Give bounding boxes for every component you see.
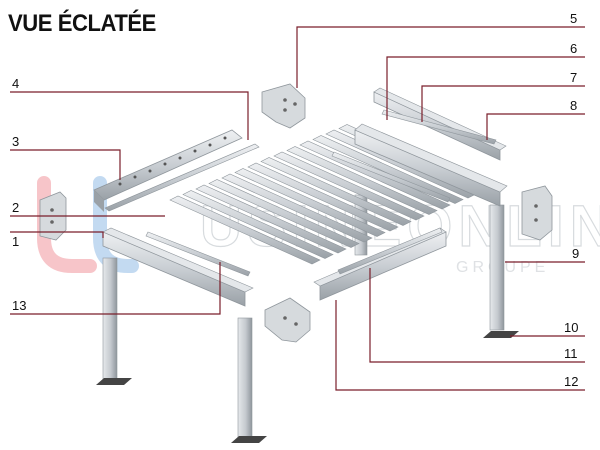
louver-blade [234,168,386,237]
louver-blade [247,162,399,232]
front-rod [145,231,251,277]
louver-blade [182,190,334,259]
thin-rod-left [104,143,260,212]
callout-13: 13 [12,298,26,313]
louver-blade [195,184,347,254]
louver-blade [273,151,425,221]
callout-2: 2 [12,200,19,215]
callout-11: 11 [564,346,578,361]
diagram-title: VUE ÉCLATÉE [8,10,156,37]
top-rail [381,109,497,145]
post-back-right [483,204,519,338]
corner-bracket-top [261,83,306,129]
callout-10: 10 [564,320,578,335]
corner-bracket-right [521,185,553,241]
callout-12: 12 [564,374,578,389]
corner-bracket-bottom [264,297,311,343]
back-beam [354,123,508,207]
callout-6: 6 [570,41,577,56]
louver-blade [169,195,321,265]
callout-1: 1 [12,234,19,249]
louver-blade [221,173,373,243]
front-beam [102,227,254,307]
right-rod [337,227,443,275]
leader-lines [10,26,585,391]
back-rod [331,151,451,203]
post-front-center [231,317,267,443]
louver-blade [208,179,360,248]
side-beam-perforated [93,129,243,212]
callout-3: 3 [12,134,19,149]
post-front-left [96,257,132,385]
callout-4: 4 [12,76,19,91]
callout-8: 8 [570,98,577,113]
callout-9: 9 [572,246,579,261]
louver-blade [286,146,438,215]
callout-7: 7 [570,70,577,85]
louver-blade [260,157,412,226]
callout-5: 5 [570,11,577,26]
